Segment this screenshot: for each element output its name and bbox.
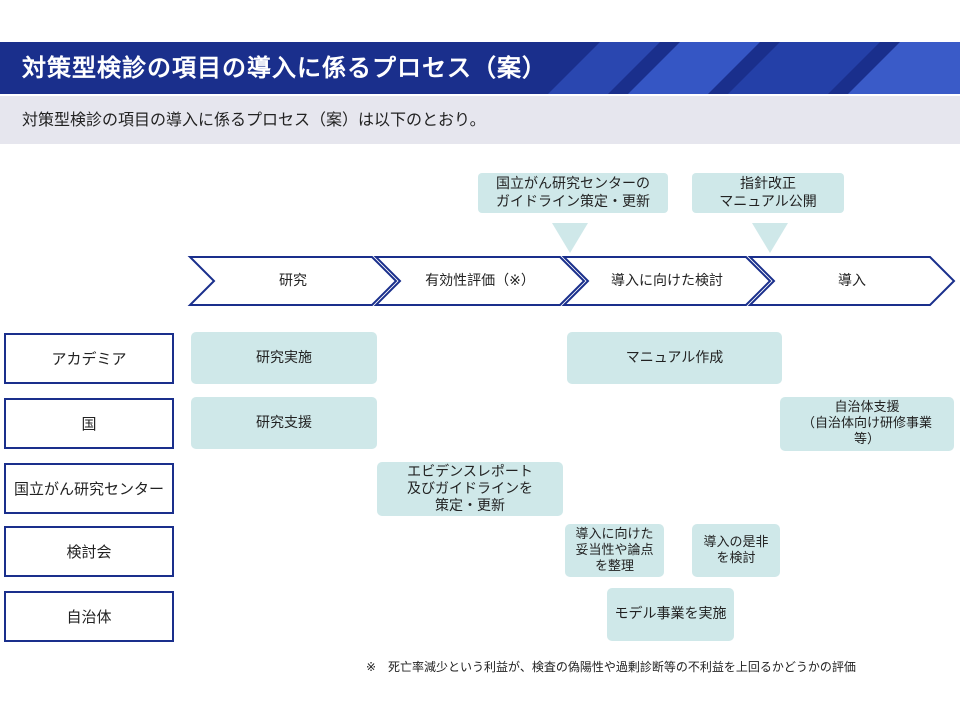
task-municipality-support: 自治体支援 （自治体向け研修事業 等） (780, 397, 954, 451)
process-chevrons (187, 256, 956, 306)
callout-revision-pointer (752, 223, 788, 253)
stage-label-introduction: 導入 (838, 273, 866, 289)
stage-label-consideration: 導入に向けた検討 (611, 273, 723, 289)
task-research-implementation: 研究実施 (191, 332, 377, 384)
chevron-research (187, 256, 398, 306)
chevron-evaluation (373, 256, 586, 306)
callout-guideline-revision: 指針改正 マニュアル公開 (692, 173, 844, 213)
row-label-review-committee: 検討会 (4, 526, 174, 577)
banner-stripe-decoration (548, 42, 960, 94)
callout-guideline: 国立がん研究センターの ガイドライン策定・更新 (478, 173, 668, 213)
row-label-municipality: 自治体 (4, 591, 174, 642)
row-label-academia: アカデミア (4, 333, 174, 384)
task-evidence-report: エビデンスレポート 及びガイドラインを 策定・更新 (377, 462, 563, 516)
stage-label-evaluation: 有効性評価（※） (425, 273, 535, 289)
task-research-support: 研究支援 (191, 397, 377, 449)
title-banner: 対策型検診の項目の導入に係るプロセス（案） (0, 42, 960, 94)
subtitle: 対策型検診の項目の導入に係るプロセス（案）は以下のとおり。 (22, 110, 486, 129)
page-title: 対策型検診の項目の導入に係るプロセス（案） (22, 54, 547, 82)
task-validity-review: 導入に向けた 妥当性や論点 を整理 (565, 524, 664, 577)
task-manual-creation: マニュアル作成 (567, 332, 782, 384)
task-model-project: モデル事業を実施 (607, 588, 734, 641)
footnote: ※ 死亡率減少という利益が、検査の偽陽性や過剰診断等の不利益を上回るかどうかの評… (366, 660, 856, 674)
task-adoption-decision: 導入の是非 を検討 (692, 524, 780, 577)
chevron-introduction (747, 256, 956, 306)
chevron-consideration (561, 256, 772, 306)
row-label-cancer-center: 国立がん研究センター (4, 463, 174, 514)
subtitle-band: 対策型検診の項目の導入に係るプロセス（案）は以下のとおり。 (0, 96, 960, 144)
row-label-country: 国 (4, 398, 174, 449)
stage-label-research: 研究 (279, 273, 307, 289)
callout-guideline-pointer (552, 223, 588, 253)
